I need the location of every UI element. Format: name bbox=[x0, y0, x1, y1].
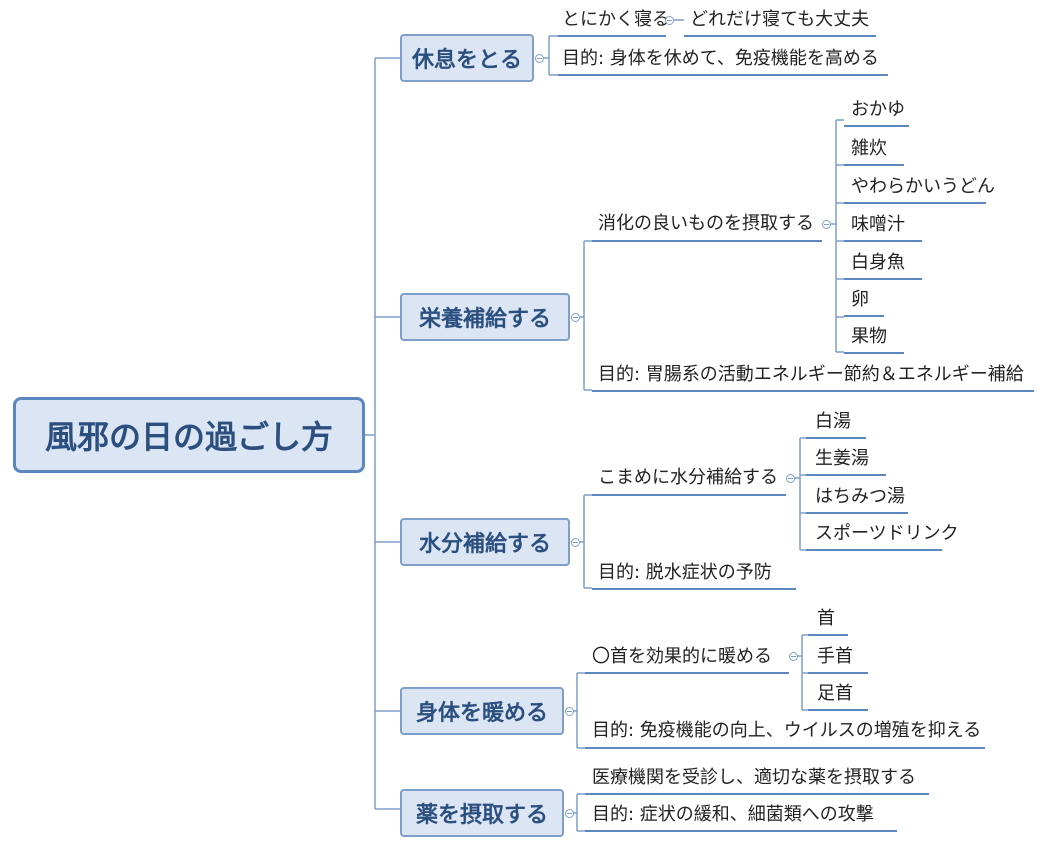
underline bbox=[585, 830, 897, 832]
collapse-toggle-icon[interactable] bbox=[665, 16, 674, 25]
underline bbox=[806, 437, 866, 439]
leaf-honey-water[interactable]: はちみつ湯 bbox=[815, 486, 905, 507]
leaf-zousui[interactable]: 雑炊 bbox=[851, 138, 887, 159]
underline bbox=[684, 35, 876, 37]
underline bbox=[844, 352, 904, 354]
leaf-misoshiru[interactable]: 味噌汁 bbox=[851, 214, 905, 235]
leaf-neck[interactable]: 首 bbox=[817, 608, 835, 629]
underline bbox=[592, 494, 786, 496]
underline bbox=[844, 202, 986, 204]
subtopic-see-doctor[interactable]: 医療機関を受診し、適切な薬を摂取する bbox=[592, 767, 916, 788]
leaf-hot-water[interactable]: 白湯 bbox=[815, 411, 851, 432]
collapse-toggle-icon[interactable] bbox=[789, 652, 798, 661]
topic-nutrition[interactable]: 栄養補給する bbox=[400, 293, 570, 341]
collapse-toggle-icon[interactable] bbox=[535, 54, 544, 63]
underline bbox=[808, 634, 848, 636]
underline bbox=[592, 240, 822, 242]
subtopic-frequent-water[interactable]: こまめに水分補給する bbox=[598, 467, 778, 488]
leaf-okayu[interactable]: おかゆ bbox=[851, 99, 905, 120]
underline bbox=[844, 315, 884, 317]
underline bbox=[592, 390, 1034, 392]
leaf-fruit[interactable]: 果物 bbox=[851, 326, 887, 347]
underline bbox=[844, 125, 909, 127]
underline bbox=[585, 793, 929, 795]
underline bbox=[585, 672, 789, 674]
underline bbox=[808, 672, 868, 674]
underline bbox=[592, 588, 796, 590]
collapse-toggle-icon[interactable] bbox=[571, 538, 580, 547]
underline bbox=[806, 512, 908, 514]
underline bbox=[558, 74, 888, 76]
leaf-white-fish[interactable]: 白身魚 bbox=[851, 252, 905, 273]
leaf-ankle[interactable]: 足首 bbox=[817, 683, 853, 704]
central-topic[interactable]: 風邪の日の過ごし方 bbox=[13, 397, 365, 473]
subtopic-purpose-rest[interactable]: 目的: 身体を休めて、免疫機能を高める bbox=[562, 48, 879, 69]
collapse-toggle-icon[interactable] bbox=[786, 474, 795, 483]
underline bbox=[806, 474, 886, 476]
subtopic-sleep[interactable]: とにかく寝る bbox=[562, 9, 670, 30]
topic-hydration[interactable]: 水分補給する bbox=[400, 518, 570, 566]
underline bbox=[558, 35, 666, 37]
leaf-sports-drink[interactable]: スポーツドリンク bbox=[815, 523, 959, 544]
underline bbox=[808, 709, 868, 711]
leaf-egg[interactable]: 卵 bbox=[851, 289, 869, 310]
topic-medicine[interactable]: 薬を摂取する bbox=[400, 789, 564, 837]
underline bbox=[585, 747, 985, 749]
collapse-toggle-icon[interactable] bbox=[565, 707, 574, 716]
leaf-ginger-water[interactable]: 生姜湯 bbox=[815, 448, 869, 469]
leaf-sleep-ok[interactable]: どれだけ寝ても大丈夫 bbox=[690, 9, 870, 30]
subtopic-purpose-hydration[interactable]: 目的: 脱水症状の予防 bbox=[598, 562, 772, 583]
collapse-toggle-icon[interactable] bbox=[822, 220, 831, 229]
subtopic-warm-neck[interactable]: 〇首を効果的に暖める bbox=[592, 646, 772, 667]
underline bbox=[844, 164, 904, 166]
subtopic-purpose-medicine[interactable]: 目的: 症状の緩和、細菌類への攻撃 bbox=[592, 804, 874, 825]
collapse-toggle-icon[interactable] bbox=[565, 809, 574, 818]
underline bbox=[844, 240, 922, 242]
subtopic-purpose-warm[interactable]: 目的: 免疫機能の向上、ウイルスの増殖を抑える bbox=[592, 720, 982, 741]
subtopic-digestible-food[interactable]: 消化の良いものを摂取する bbox=[598, 213, 814, 234]
topic-rest[interactable]: 休息をとる bbox=[400, 34, 534, 82]
topic-warm-body[interactable]: 身体を暖める bbox=[400, 687, 564, 735]
leaf-udon[interactable]: やわらかいうどん bbox=[851, 176, 995, 197]
underline bbox=[806, 549, 942, 551]
subtopic-purpose-nutrition[interactable]: 目的: 胃腸系の活動エネルギー節約＆エネルギー補給 bbox=[598, 364, 1024, 385]
collapse-toggle-icon[interactable] bbox=[571, 313, 580, 322]
leaf-wrist[interactable]: 手首 bbox=[817, 646, 853, 667]
underline bbox=[844, 278, 922, 280]
